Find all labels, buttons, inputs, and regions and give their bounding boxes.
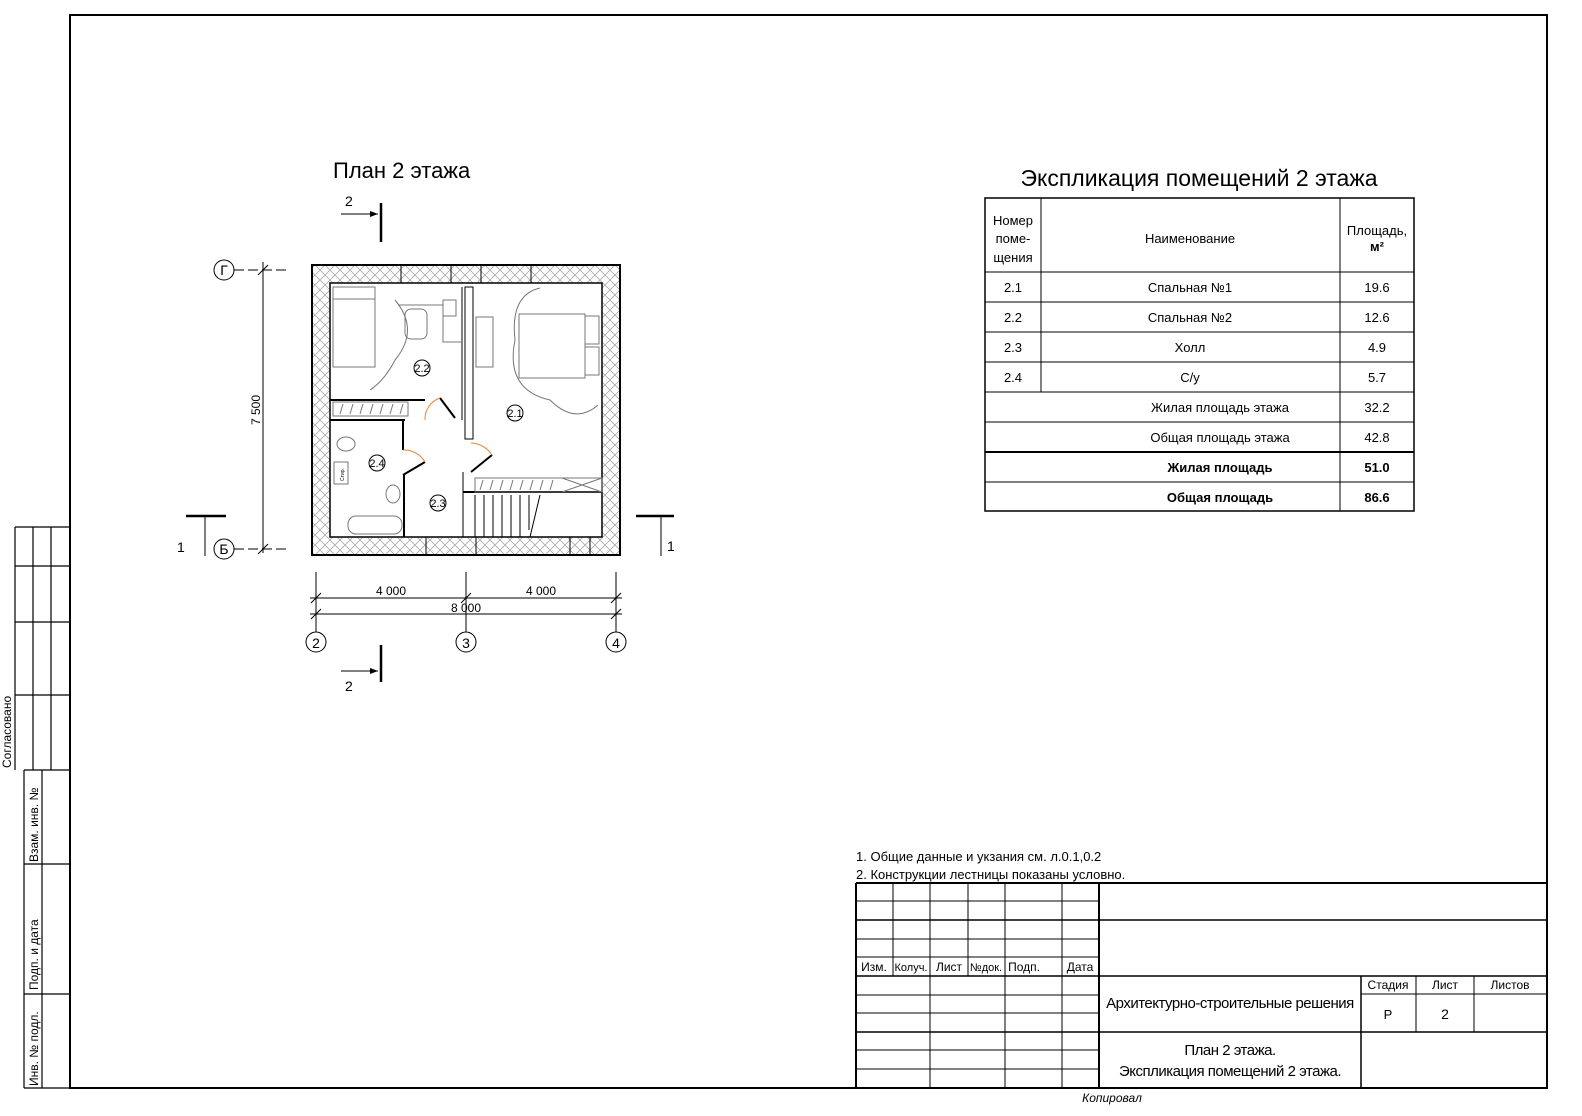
explication-headers-number-1: поме- bbox=[996, 231, 1031, 246]
partition bbox=[464, 286, 474, 440]
title-block: Изм. Колуч. Лист №док. Подп. Дата Стадия… bbox=[855, 882, 1547, 1105]
total-value: 42.8 bbox=[1364, 430, 1389, 445]
title-block-col-headers-5: Дата bbox=[1067, 960, 1094, 974]
plan-dim-vertical: 7 500 bbox=[249, 395, 263, 425]
plan-dim-left: 4 000 bbox=[376, 584, 406, 598]
side-strip-agreed: Согласовано bbox=[0, 696, 14, 768]
explication-table: Экспликация помещений 2 этажа Номер поме… bbox=[984, 165, 1415, 512]
wardrobe bbox=[474, 477, 603, 493]
drawing-title: Экспликация помещений 2 этажа. bbox=[1119, 1063, 1341, 1080]
bathtub bbox=[347, 515, 403, 535]
toilet bbox=[336, 436, 356, 452]
side-strip-sign-date: Подп. и дата bbox=[27, 919, 41, 990]
wardrobe bbox=[332, 401, 409, 417]
room-label-2-1: 2.1 bbox=[507, 408, 522, 420]
section-marks: 2 2 1 1 bbox=[177, 193, 675, 694]
plan-axis-g: Г bbox=[220, 262, 228, 278]
window bbox=[425, 536, 477, 556]
row-area: 19.6 bbox=[1364, 280, 1389, 295]
row-name: С/у bbox=[1180, 370, 1200, 385]
chair bbox=[404, 308, 428, 340]
sheet-frame bbox=[69, 14, 1548, 1089]
stage-value: Р bbox=[1384, 1007, 1393, 1022]
window bbox=[569, 536, 591, 556]
explication-headers-number-2: щения bbox=[993, 250, 1032, 265]
plan-section-2-top: 2 bbox=[345, 193, 353, 209]
axis-markers: Г Б 2 3 4 bbox=[213, 259, 627, 653]
row-num: 2.2 bbox=[1004, 310, 1022, 325]
title-block-stage-label: Стадия bbox=[1368, 978, 1409, 992]
drawing-title: План 2 этажа. bbox=[1184, 1042, 1275, 1059]
room-label-2-4: 2.4 bbox=[369, 458, 384, 470]
title-block-sheet-label: Лист bbox=[1432, 978, 1459, 992]
row-name: Спальная №2 bbox=[1148, 310, 1232, 325]
total-value: 32.2 bbox=[1364, 400, 1389, 415]
row-num: 2.3 bbox=[1004, 340, 1022, 355]
plan-dim-total: 8 000 bbox=[451, 601, 481, 615]
explication-headers-area-unit: м² bbox=[1370, 239, 1385, 254]
total-value: 86.6 bbox=[1364, 490, 1389, 505]
plan-dim-right: 4 000 bbox=[526, 584, 556, 598]
explication-headers-area: Площадь, bbox=[1347, 223, 1407, 238]
window bbox=[480, 264, 532, 284]
row-area: 12.6 bbox=[1364, 310, 1389, 325]
room-label-2-3: 2.3 bbox=[430, 498, 445, 510]
dimensions: 7 500 4 000 4 000 8 000 bbox=[249, 262, 622, 620]
notes-1: 2. Конструкции лестницы показаны условно… bbox=[856, 867, 1125, 882]
row-name: Спальная №1 bbox=[1148, 280, 1232, 295]
row-area: 5.7 bbox=[1368, 370, 1386, 385]
title-block-sheets-label: Листов bbox=[1491, 978, 1530, 992]
plan-section-2-bottom: 2 bbox=[345, 678, 353, 694]
plan-axis-b: Б bbox=[219, 541, 228, 557]
explication-title: Экспликация помещений 2 этажа bbox=[1020, 165, 1377, 191]
sink bbox=[385, 484, 401, 504]
side-strip-replaced-inv: Взам. инв. № bbox=[27, 788, 41, 862]
title-block-col-headers-2: Лист bbox=[936, 960, 963, 974]
stairs bbox=[474, 494, 541, 538]
total-label: Жилая площадь этажа bbox=[1151, 400, 1290, 415]
sheet-value: 2 bbox=[1441, 1006, 1449, 1022]
notes: 1. Общие данные и укзания см. л.0.1,0.2 … bbox=[856, 849, 1125, 882]
plan-section-1-right: 1 bbox=[667, 538, 675, 554]
row-area: 4.9 bbox=[1368, 340, 1386, 355]
title-block-col-headers-1: Колуч. bbox=[895, 962, 928, 974]
side-strip-inv-orig: Инв. № подл. bbox=[27, 1011, 41, 1086]
explication-headers-name: Наименование bbox=[1145, 231, 1235, 246]
row-num: 2.4 bbox=[1004, 370, 1022, 385]
plan-axis-3: 3 bbox=[462, 635, 470, 651]
bed bbox=[518, 313, 586, 379]
copied-label: Копировал bbox=[1082, 1091, 1142, 1105]
tv-stand bbox=[475, 316, 494, 368]
plan-title: План 2 этажа bbox=[333, 158, 471, 183]
project-name: Архитектурно-строительные решения bbox=[1106, 995, 1354, 1012]
title-block-col-headers-3: №док. bbox=[970, 962, 1002, 974]
row-num: 2.1 bbox=[1004, 280, 1022, 295]
explication-headers-number-0: Номер bbox=[993, 213, 1033, 228]
total-label: Общая площадь этажа bbox=[1150, 430, 1290, 445]
room-label-2-2: 2.2 bbox=[414, 363, 429, 375]
side-strip: Согласовано Взам. инв. № Подп. и дата Ин… bbox=[0, 526, 70, 1089]
plan-section-1-left: 1 bbox=[177, 539, 185, 555]
floor-plan: План 2 этажа bbox=[177, 158, 675, 694]
notes-0: 1. Общие данные и укзания см. л.0.1,0.2 bbox=[856, 849, 1101, 864]
total-label: Общая площадь bbox=[1167, 490, 1273, 505]
total-value: 51.0 bbox=[1364, 460, 1389, 475]
washing-machine bbox=[333, 461, 349, 485]
row-name: Холл bbox=[1175, 340, 1206, 355]
plan-axis-2: 2 bbox=[312, 635, 320, 651]
plan-washer-label: Стир. bbox=[340, 468, 346, 481]
window bbox=[400, 264, 452, 284]
plan-axis-4: 4 bbox=[612, 635, 620, 651]
title-block-col-headers-4: Подп. bbox=[1008, 960, 1040, 974]
total-label: Жилая площадь bbox=[1167, 460, 1273, 475]
title-block-col-headers-0: Изм. bbox=[861, 960, 887, 974]
